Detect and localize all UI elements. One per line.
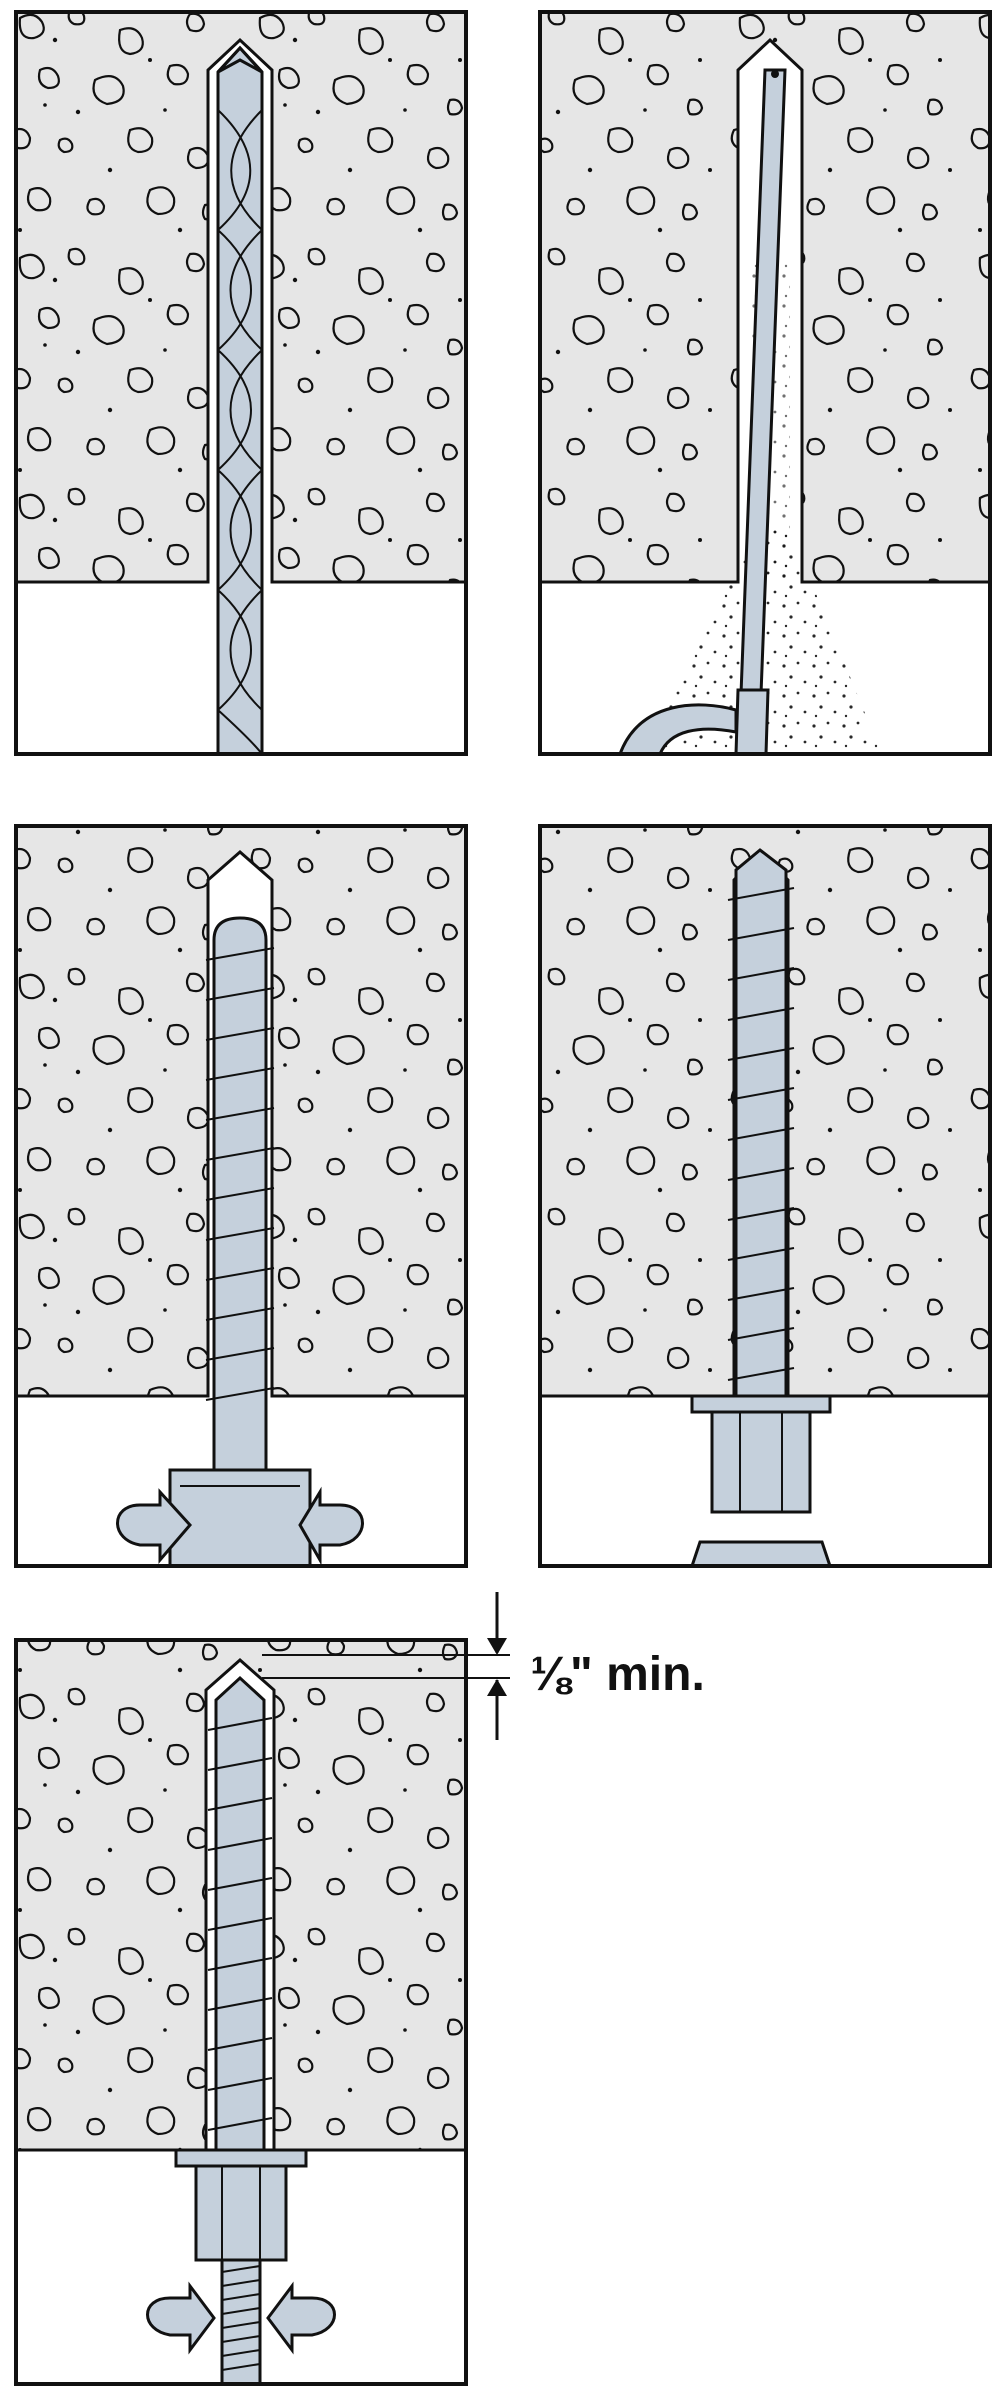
screw-anchor-rod-icon (174, 1675, 308, 2386)
min-depth-dimension (262, 1592, 510, 1740)
screw-anchor-icon (168, 916, 312, 1568)
panel-step-2 (538, 10, 992, 756)
air-nozzle-icon (617, 68, 787, 756)
panel-step-5: ⅛" min. (14, 1592, 705, 2386)
panel-step-3 (14, 824, 468, 1568)
drill-bit-icon (216, 45, 264, 756)
rotation-arrow-icon (116, 1486, 364, 1566)
screw-anchor-seated-icon (689, 848, 833, 1568)
panel-step-1 (14, 10, 468, 756)
rotation-arrow-icon (146, 2281, 336, 2355)
panel-step-4 (538, 824, 992, 1568)
min-depth-label: ⅛" min. (530, 1648, 705, 1701)
